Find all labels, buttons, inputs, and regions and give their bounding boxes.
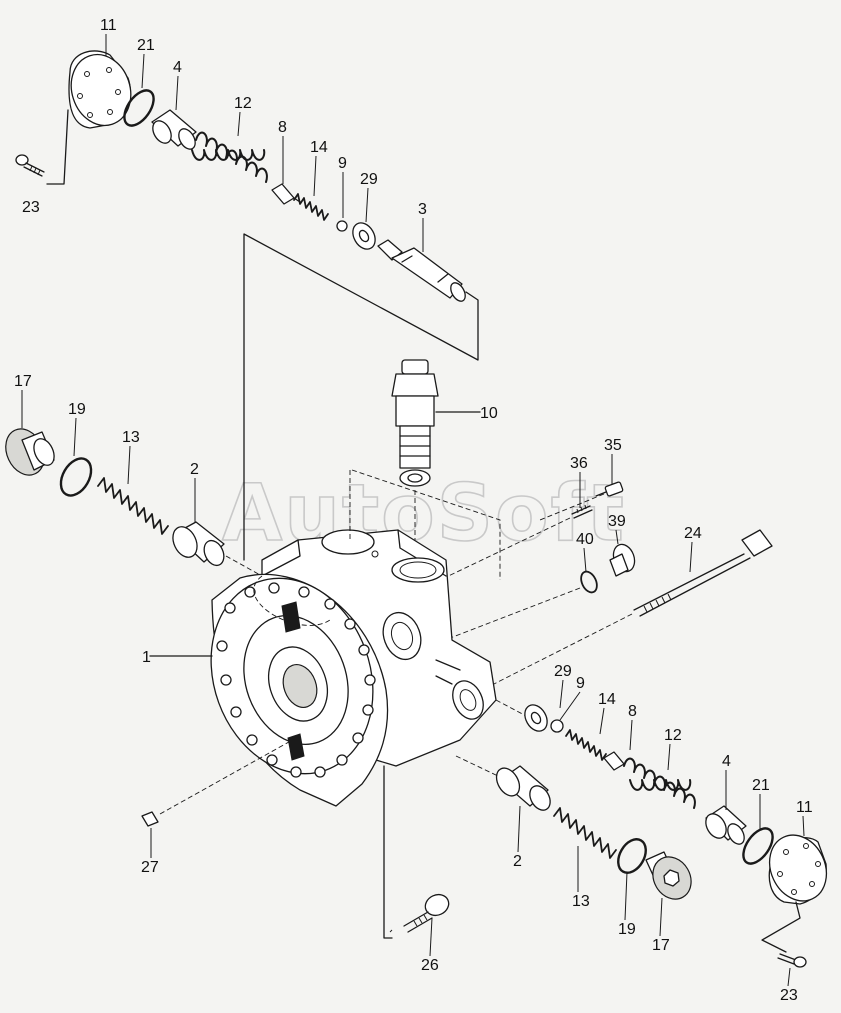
spring-top-small [293,193,329,221]
spring-top-large-back [191,149,266,161]
label-2-left: 2 [190,461,199,478]
spring-lower [553,807,617,859]
leader-bolt-26 [383,765,393,939]
label-17-left: 17 [14,373,32,390]
label-4-right: 4 [722,753,731,770]
ball-right [550,719,564,733]
label-9-right: 9 [576,675,585,692]
long-bolt [633,529,773,617]
label-21-right: 21 [752,777,770,794]
ball-top [336,220,348,232]
label-14-right: 14 [598,691,616,708]
bolt-right [777,953,807,968]
plug-left [5,428,55,476]
part-labels: 11 21 4 12 8 14 9 29 3 23 17 19 13 2 10 … [14,17,813,1004]
label-12-top: 12 [234,95,252,112]
spring-top-large [195,131,268,183]
label-23-right: 23 [780,987,798,1004]
label-3: 3 [418,201,427,218]
piston-lower [495,765,551,811]
o-ring-lower [617,838,647,874]
leader-bolt-top [46,109,69,185]
plug-lower [645,851,692,900]
relief-valve [391,359,439,487]
label-8-right: 8 [628,703,637,720]
o-ring-top [123,89,155,127]
plug-39 [609,543,636,577]
bolt-26 [403,893,450,933]
label-21-top: 21 [137,37,155,54]
spring-right-large-back [629,779,692,791]
label-9-top: 9 [338,155,347,172]
label-4-top: 4 [173,59,182,76]
label-10: 10 [480,405,498,422]
label-19-lower: 19 [618,921,636,938]
label-40: 40 [576,531,594,548]
label-leaders [21,34,805,987]
label-24: 24 [684,525,702,542]
leader-bolt-right [761,901,801,953]
label-29-right: 29 [554,663,572,680]
label-1: 1 [142,649,151,666]
screw-35 [595,481,624,497]
label-14-top: 14 [310,139,328,156]
o-ring-40 [580,570,598,594]
spring-right-small [565,729,607,761]
label-36: 36 [570,455,588,472]
piston-left [172,521,225,567]
label-19-left: 19 [68,401,86,418]
label-13-lower: 13 [572,893,590,910]
screw-36 [571,504,593,519]
label-27: 27 [141,859,159,876]
o-ring-right [742,827,774,865]
pump-body [210,469,501,807]
leader-pin [159,737,297,815]
stem-right [603,751,625,771]
label-26: 26 [421,957,439,974]
cover-plate-right [768,834,828,905]
label-2-lower: 2 [513,853,522,870]
pin-27 [141,811,159,827]
o-ring-left [59,457,93,497]
bolt-top [15,154,45,177]
cover-plate-top [68,50,132,129]
spring-right-large [623,757,696,809]
label-17-lower: 17 [652,937,670,954]
leader-frame-top [243,233,479,561]
label-8-top: 8 [278,119,287,136]
label-29-top: 29 [360,171,378,188]
label-11-right: 11 [796,799,813,816]
label-13-left: 13 [122,429,140,446]
label-12-right: 12 [664,727,682,744]
stem-top [271,183,301,205]
washer-right [524,704,548,732]
label-39: 39 [608,513,626,530]
label-35: 35 [604,437,622,454]
spool-top [377,239,466,302]
washer-top [352,222,376,250]
label-23-top: 23 [22,199,40,216]
piston-top [151,109,197,150]
label-11-top: 11 [100,17,117,34]
spring-left [97,477,169,535]
piston-right [705,805,747,845]
